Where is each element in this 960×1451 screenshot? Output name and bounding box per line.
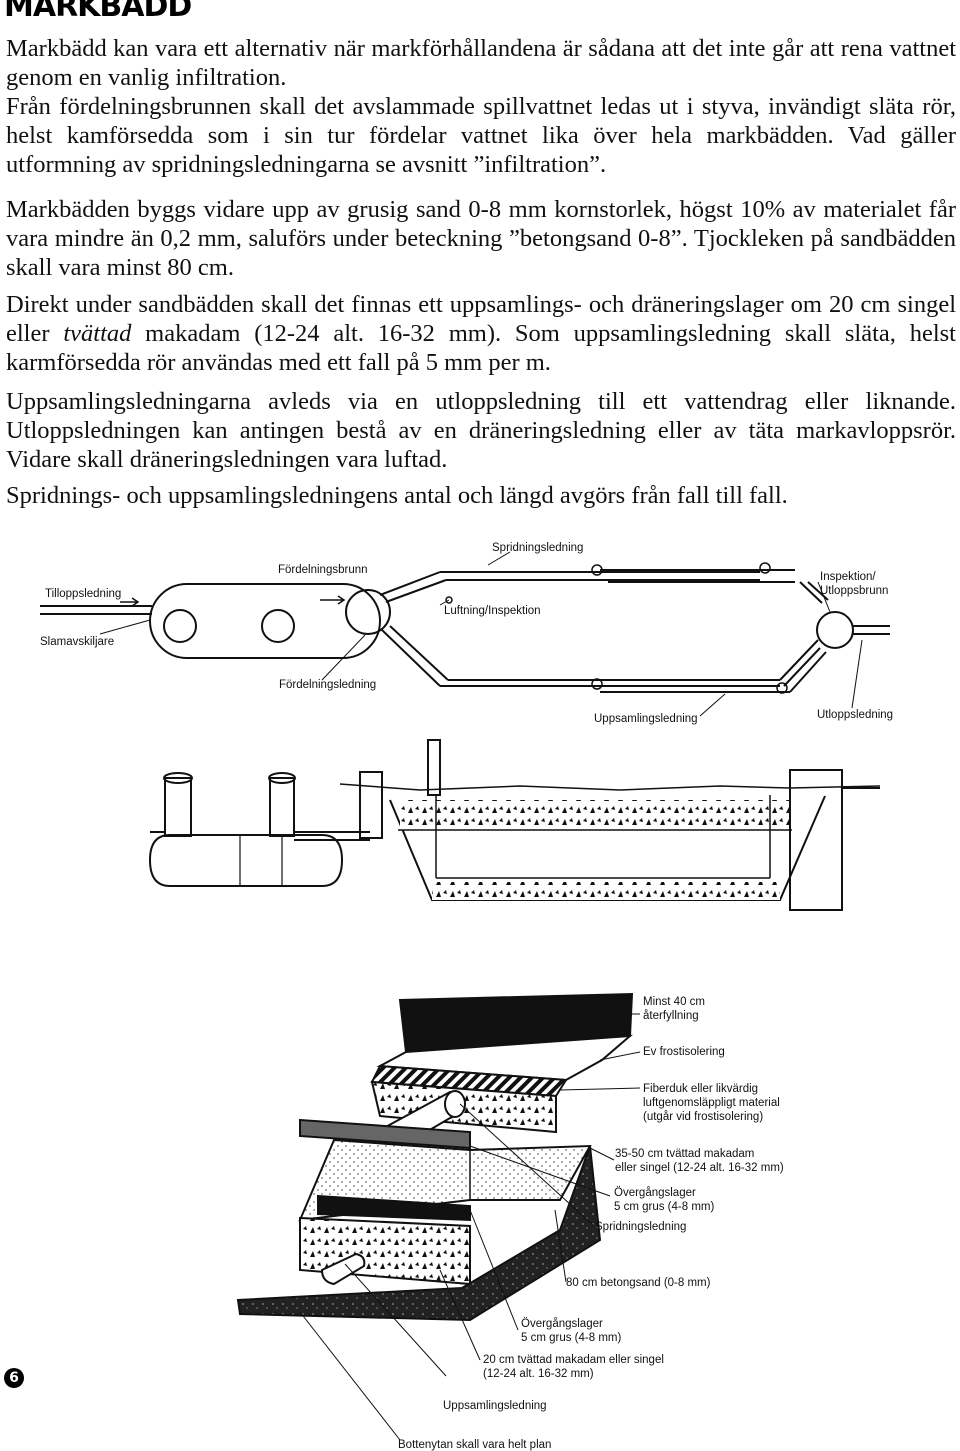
septic-tank-section [148, 772, 370, 887]
label-fiberduk-1: Fiberduk eller likvärdig [643, 1083, 758, 1095]
distribution-well-section [359, 771, 383, 839]
label-singel-1: 20 cm tvättad makadam eller singel [483, 1354, 664, 1366]
label-fiberduk-2: luftgenomsläppligt material [643, 1097, 780, 1109]
paragraph-drainage-layer: Direkt under sandbädden skall det finnas… [6, 290, 956, 377]
distribution-pipe-lower [381, 625, 827, 693]
label-bottenytan: Bottenytan skall vara helt plan [398, 1439, 551, 1451]
paragraph-drainage-text-b: makadam (12-24 alt. 16-32 mm). Som uppsa… [6, 320, 956, 376]
section-diagram [148, 739, 881, 911]
label-betongsand: 80 cm betongsand (0-8 mm) [566, 1277, 711, 1289]
paragraph-drainage-emphasis: tvättad [63, 320, 132, 347]
label-spridningsledning: Spridningsledning [492, 542, 583, 554]
outlet-well-section [789, 769, 843, 911]
label-tilloppsledning: Tilloppsledning [45, 588, 121, 600]
vent-pipe-left [427, 739, 441, 796]
frost-insulation [376, 1034, 633, 1082]
label-makadam-2: eller singel (12-24 alt. 16-32 mm) [615, 1162, 784, 1174]
septic-tank-plan [149, 583, 381, 659]
label-overgang-bottom-2: 5 cm grus (4-8 mm) [521, 1332, 621, 1344]
paragraph-sand-bed: Markbädden byggs vidare upp av grusig sa… [6, 196, 956, 281]
paragraph-summary: Spridnings- och uppsamlingsledningens an… [6, 482, 788, 509]
label-overgang-bottom-1: Övergångslager [521, 1318, 603, 1330]
label-makadam-1: 35-50 cm tvättad makadam [615, 1148, 754, 1160]
label-utloppsledning: Utloppsledning [817, 709, 893, 721]
layer-diagram [236, 992, 641, 1441]
label-fordelningsbrunn: Fördelningsbrunn [278, 564, 368, 576]
layer-labels: Minst 40 cm återfyllning Ev frostisoleri… [398, 996, 784, 1451]
transition-layer-top [299, 1118, 471, 1150]
collection-pipe-3d [320, 1252, 366, 1286]
label-aterfyllning: återfyllning [643, 1010, 699, 1022]
transition-layer-bottom [317, 1194, 471, 1222]
distribution-well [345, 589, 391, 635]
bottom-layer [236, 1145, 602, 1322]
inlet-pipe [40, 597, 152, 615]
page-number: 6 [4, 1368, 24, 1388]
paragraph-drainage-text-a: Direkt under sandbädden skall det finnas… [6, 291, 956, 347]
label-fordelningsledning: Fördelningsledning [279, 679, 376, 691]
label-inspektion: Inspektion/ [820, 571, 876, 583]
flow-arrow [320, 595, 346, 605]
distribution-pipe-upper [379, 569, 829, 604]
plan-diagram [40, 551, 890, 717]
label-overgang-top-2: 5 cm grus (4-8 mm) [614, 1201, 714, 1213]
label-singel-2: (12-24 alt. 16-32 mm) [483, 1368, 594, 1380]
paragraph-outlet: Uppsamlingsledningarna avleds via en utl… [6, 388, 956, 473]
ground-line [339, 783, 881, 791]
label-spridningsledning-layer: Spridningsledning [595, 1221, 686, 1233]
plan-labels: Spridningsledning Fördelningsbrunn Tillo… [40, 542, 893, 725]
paragraph-distribution: Från fördelningsbrunnen skall det avslam… [6, 93, 956, 178]
layer-leader-lines [299, 1013, 641, 1441]
label-uppsamlingsledning: Uppsamlingsledning [594, 713, 698, 725]
label-uppsamlingsledning-layer: Uppsamlingsledning [443, 1400, 547, 1412]
label-minst-40: Minst 40 cm [643, 996, 705, 1008]
plan-leader-lines [99, 551, 863, 717]
label-luftning: Luftning/Inspektion [444, 605, 541, 617]
paragraph-intro: Markbädd kan vara ett alternativ när mar… [6, 35, 956, 91]
label-overgang-top-1: Övergångslager [614, 1187, 696, 1199]
page-heading: MARKBÄDD [4, 0, 192, 24]
outlet-well [816, 611, 854, 649]
vent-caps [445, 562, 788, 694]
label-slamavskiljare: Slamavskiljare [40, 636, 114, 648]
bed-trench [389, 795, 826, 901]
label-frostisolering: Ev frostisolering [643, 1046, 725, 1058]
label-fiberduk-3: (utgår vid frostisolering) [643, 1111, 763, 1123]
label-utloppsbrunn: Utloppsbrunn [820, 585, 888, 597]
